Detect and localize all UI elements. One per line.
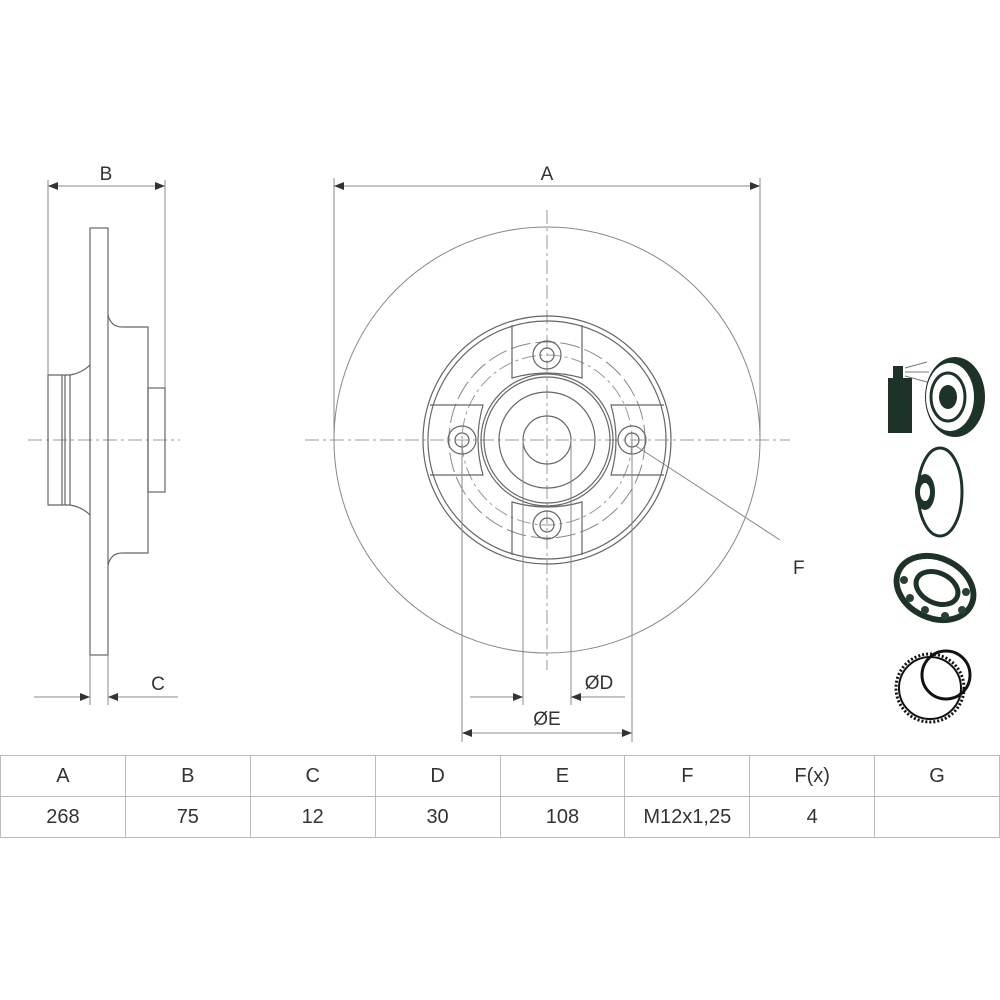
header-cell: D — [374, 755, 501, 797]
header-cell: A — [0, 755, 126, 797]
value-cell: 108 — [499, 796, 626, 838]
table-header-row: A B C D E F F(x) G — [0, 755, 1000, 797]
dimensions-table: A B C D E F F(x) G 268 75 12 30 108 M12x… — [0, 755, 1000, 838]
header-cell: B — [124, 755, 251, 797]
dimension-label-d: ØD — [585, 673, 614, 694]
technical-drawing: B C — [28, 164, 985, 742]
header-cell: G — [874, 755, 1000, 797]
dimension-label-a: A — [541, 164, 554, 185]
header-cell: E — [499, 755, 626, 797]
value-cell: 75 — [124, 796, 251, 838]
front-view: A F ØD ØE — [305, 164, 805, 742]
header-cell: C — [249, 755, 376, 797]
dimension-label-f: F — [793, 558, 805, 579]
value-cell: 268 — [0, 796, 126, 838]
value-cell: 30 — [374, 796, 501, 838]
dimension-label-b: B — [100, 164, 113, 185]
table-row: 268 75 12 30 108 M12x1,25 4 — [0, 796, 1000, 838]
dimension-label-e: ØE — [533, 709, 560, 730]
value-cell: 12 — [249, 796, 376, 838]
dimension-label-c: C — [151, 674, 165, 695]
wheel-bearing-icon — [893, 552, 977, 624]
disc-with-hub-icon — [915, 446, 964, 538]
abs-ring-and-seal-icon — [894, 649, 972, 724]
header-cell: F(x) — [749, 755, 876, 797]
bolt-holes — [447, 340, 647, 540]
coated-disc-icon — [888, 357, 985, 437]
value-cell — [874, 796, 1000, 838]
value-cell: 4 — [749, 796, 876, 838]
value-cell: M12x1,25 — [624, 796, 751, 838]
side-view: B C — [28, 164, 180, 705]
header-cell: F — [624, 755, 751, 797]
